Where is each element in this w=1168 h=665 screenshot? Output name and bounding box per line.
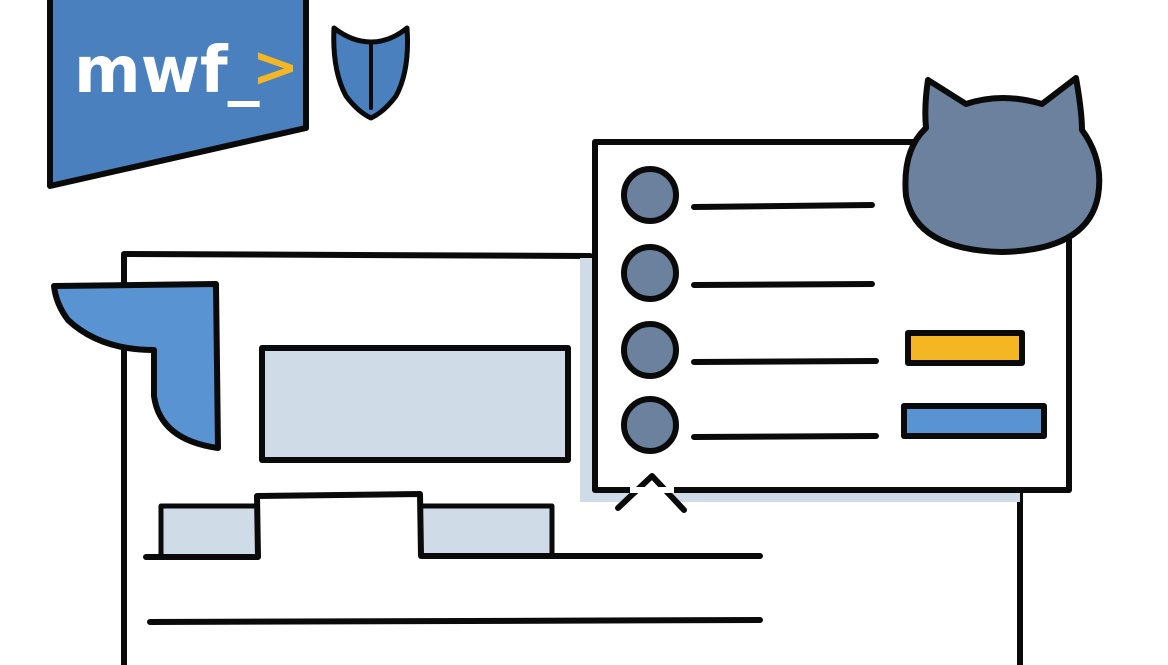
avatar [621,396,679,454]
avatar [621,244,679,302]
logo-prompt-glyph: > [252,35,299,100]
shield-icon [331,25,410,121]
status-badge-blue [901,403,1047,439]
cat-head-icon [902,75,1103,255]
item-text-line [691,358,879,365]
list-panel [592,139,1072,513]
tab-bar [143,491,763,560]
tab-2-active[interactable] [260,498,418,554]
tab-3[interactable] [422,506,552,556]
avatar [621,321,679,379]
list-item[interactable] [621,166,875,224]
logo-card: mwf_ > [47,0,309,189]
tab-1[interactable] [161,506,257,556]
item-text-line [691,202,875,210]
page-corner-decoration [51,281,221,451]
logo-text: mwf_ [74,34,260,108]
item-text-line [691,433,879,440]
status-badge-yellow [905,330,1025,366]
content-text-line [147,617,763,625]
list-item[interactable] [621,321,1025,379]
main-window [121,251,1023,665]
list-item[interactable] [621,244,875,302]
list-item[interactable] [621,396,1047,454]
item-text-line [691,281,875,288]
avatar [621,166,679,224]
image-placeholder [259,345,571,463]
